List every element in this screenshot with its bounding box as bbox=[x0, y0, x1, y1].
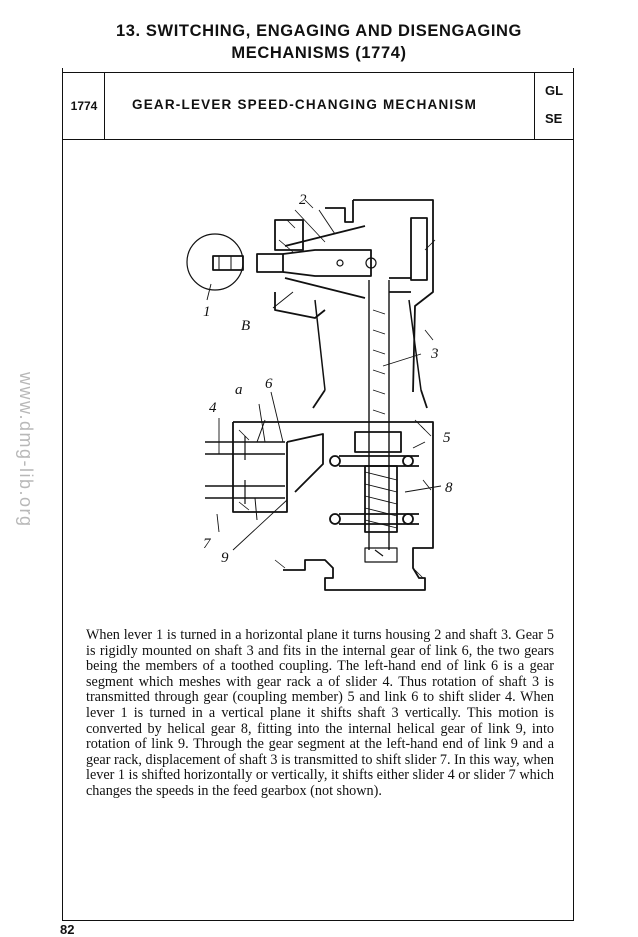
label-9: 9 bbox=[221, 550, 229, 566]
label-7: 7 bbox=[203, 536, 212, 552]
mechanism-drawing: 2 1 B 3 a 6 4 5 8 7 9 bbox=[186, 192, 453, 591]
chapter-title-line-2: MECHANISMS (1774) bbox=[231, 44, 407, 62]
mechanism-title: GEAR-LEVER SPEED-CHANGING MECHANISM bbox=[132, 97, 478, 112]
classification-code-2: SE bbox=[545, 111, 563, 126]
entry-header-row: 1774 GEAR-LEVER SPEED-CHANGING MECHANISM… bbox=[62, 72, 574, 140]
chapter-title: 13. SWITCHING, ENGAGING AND DISENGAGING … bbox=[0, 20, 638, 64]
entry-frame bbox=[62, 68, 574, 921]
classification-cell: GL SE bbox=[534, 73, 575, 139]
watermark: www.dmg-lib.org bbox=[16, 372, 36, 528]
label-a: a bbox=[235, 382, 243, 398]
mechanism-number: 1774 bbox=[64, 73, 105, 139]
label-2: 2 bbox=[299, 192, 307, 208]
frame-tick-left bbox=[62, 68, 64, 72]
classification-code-1: GL bbox=[545, 83, 564, 98]
label-3: 3 bbox=[430, 346, 439, 362]
mechanism-description: When lever 1 is turned in a horizontal p… bbox=[86, 627, 554, 799]
label-6: 6 bbox=[265, 376, 273, 392]
label-5: 5 bbox=[443, 430, 451, 446]
label-4: 4 bbox=[209, 400, 217, 416]
label-8: 8 bbox=[445, 480, 453, 496]
label-1: 1 bbox=[203, 304, 211, 320]
label-B: B bbox=[241, 318, 250, 334]
chapter-title-line-1: 13. SWITCHING, ENGAGING AND DISENGAGING bbox=[116, 22, 522, 40]
page-number: 82 bbox=[60, 922, 75, 937]
